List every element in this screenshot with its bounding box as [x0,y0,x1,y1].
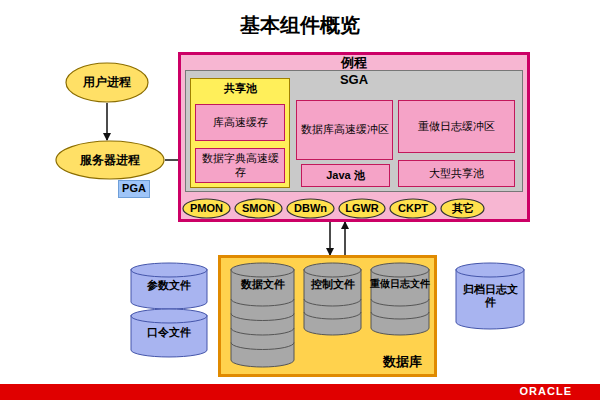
node-label: 重做日志缓冲区 [418,120,495,133]
file-cylinder: 控制文件 [303,262,362,336]
memory-box: PGA [118,180,150,198]
node-label: Java 池 [326,169,365,182]
node-label: DBWn [294,202,327,215]
node-label: 参数文件 [147,279,191,292]
cylinder-shape [370,262,430,336]
buffer-box: 数据库高速缓冲区 [296,100,393,160]
node-label: SMON [242,202,275,215]
arrow-connector [344,222,346,255]
pool-box: Java 池 [301,164,390,187]
node-label: LGWR [345,202,379,215]
sga-box: SGA共享池库高速缓存数据字典高速缓存数据库高速缓冲区Java 池重做日志缓冲区… [185,70,523,192]
file-cylinder: 重做日志文件 [370,262,430,336]
arrow-connector [329,222,331,255]
node-label: 数据库 [383,354,422,370]
instance-box: 例程SGA共享池库高速缓存数据字典高速缓存数据库高速缓冲区Java 池重做日志缓… [178,52,530,222]
node-label: 口令文件 [147,326,191,339]
background-process: CKPT [389,198,437,219]
node-label: SGA [340,72,368,88]
node-label: 大型共享池 [429,167,484,180]
file-cylinder: 归档日志文件 [455,262,525,330]
node-label: PGA [122,182,146,195]
node-label: CKPT [398,202,428,215]
file-cylinder: 数据文件 [230,262,295,368]
node-label: PMON [190,202,223,215]
diagram-title: 基本组件概览 [0,12,600,39]
file-cylinder: 参数文件 [130,262,208,310]
node-label: 归档日志文件 [458,283,522,309]
background-process: PMON [182,198,231,219]
process-ellipse: 服务器进程 [55,140,165,180]
node-label: 数据文件 [241,278,285,291]
node-label: 服务器进程 [80,153,140,167]
node-label: 控制文件 [311,278,355,291]
buffer-box: 重做日志缓冲区 [398,100,515,153]
database-box: 数据库 数据文件 控制文件 重做日志文件 [218,255,437,377]
background-process: SMON [234,198,283,219]
node-label: 库高速缓存 [213,116,268,129]
background-process: DBWn [286,198,335,219]
arrow-connector [106,103,108,140]
background-process: LGWR [338,198,386,219]
logo-text: ORACLE [520,385,572,397]
pool-box: 大型共享池 [398,160,515,187]
background-process: 其它 [440,198,485,219]
node-label: 数据库高速缓冲区 [301,123,389,136]
node-label: 数据字典高速缓存 [199,152,281,178]
footer-bar [0,384,600,400]
cylinder-shape [303,262,362,336]
cache-box: 数据字典高速缓存 [195,148,285,183]
node-label: 共享池 [224,82,257,95]
file-cylinder: 口令文件 [130,308,208,358]
pool-box: 共享池库高速缓存数据字典高速缓存 [190,78,290,188]
node-label: 其它 [452,202,474,215]
process-ellipse: 用户进程 [65,62,149,103]
node-label: 用户进程 [83,75,131,89]
node-label: 例程 [341,55,367,71]
cache-box: 库高速缓存 [195,104,285,141]
node-label: 重做日志文件 [370,278,430,290]
cylinder-shape [230,262,295,368]
